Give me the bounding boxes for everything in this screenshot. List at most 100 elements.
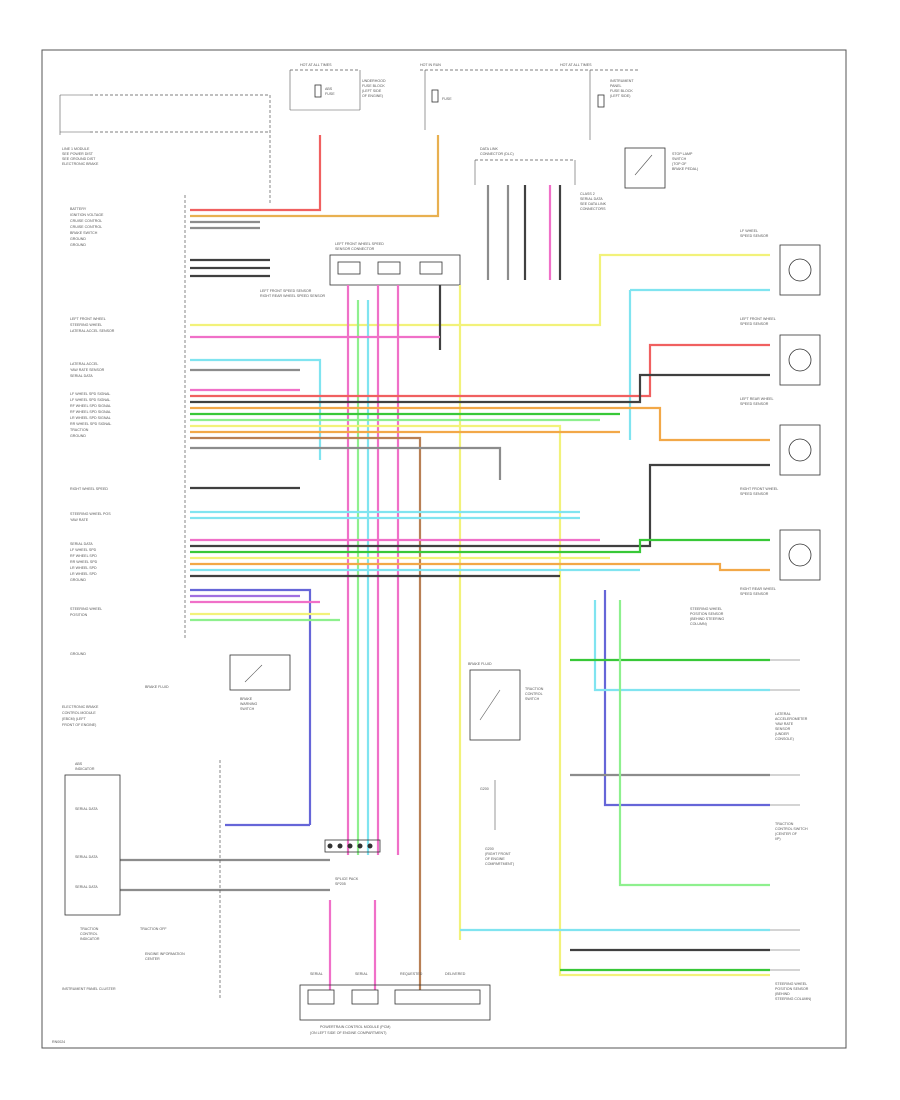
svg-text:SERIAL DATA: SERIAL DATA bbox=[70, 542, 93, 546]
steering-wheel-sensor-label: STEERING WHEEL POSITION SENSOR (BEHIND S… bbox=[690, 607, 724, 626]
svg-text:HOT AT ALL TIMES: HOT AT ALL TIMES bbox=[560, 63, 592, 67]
wheel-speed-sensor-rr: RIGHT FRONT WHEEL SPEED SENSOR RIGHT REA… bbox=[740, 487, 821, 596]
svg-text:LATERAL: LATERAL bbox=[775, 712, 791, 716]
svg-text:LEFT FRONT WHEEL SPEED: LEFT FRONT WHEEL SPEED bbox=[335, 242, 384, 246]
svg-text:ELECTRONIC BRAKE: ELECTRONIC BRAKE bbox=[62, 162, 99, 166]
svg-text:INSTRUMENT PANEL CLUSTER: INSTRUMENT PANEL CLUSTER bbox=[62, 987, 116, 991]
svg-text:GROUND: GROUND bbox=[70, 578, 86, 582]
svg-text:INDICATOR: INDICATOR bbox=[80, 937, 100, 941]
svg-text:BRAKE: BRAKE bbox=[240, 697, 253, 701]
traction-switch: TRACTION CONTROL SWITCH (CENTER OF I/P) bbox=[770, 774, 808, 841]
svg-text:HOT IN RUN: HOT IN RUN bbox=[420, 63, 441, 67]
svg-text:BRAKE PEDAL): BRAKE PEDAL) bbox=[672, 167, 698, 171]
svg-text:PANEL: PANEL bbox=[610, 84, 622, 88]
fuse-block-center: HOT IN RUN HOT AT ALL TIMES FUSE INSTRUM… bbox=[420, 63, 640, 140]
svg-text:G200: G200 bbox=[480, 787, 489, 791]
svg-text:GROUND: GROUND bbox=[70, 243, 86, 247]
svg-text:BRAKE FLUID: BRAKE FLUID bbox=[145, 685, 169, 689]
svg-text:LR WHEEL SPD: LR WHEEL SPD bbox=[70, 572, 97, 576]
svg-text:LF WHEEL: LF WHEEL bbox=[740, 229, 758, 233]
wires bbox=[120, 135, 770, 990]
svg-text:CONTROL SWITCH: CONTROL SWITCH bbox=[775, 827, 808, 831]
svg-text:INSTRUMENT: INSTRUMENT bbox=[610, 79, 634, 83]
svg-text:ENGINE INFORMATION: ENGINE INFORMATION bbox=[145, 952, 185, 956]
svg-text:(BEHIND STEERING: (BEHIND STEERING bbox=[690, 617, 724, 621]
svg-text:COLUMN): COLUMN) bbox=[690, 622, 707, 626]
wheel-speed-sensor-rf: LEFT FRONT WHEEL SPEED SENSOR bbox=[740, 317, 821, 386]
svg-text:FUSE: FUSE bbox=[442, 97, 452, 101]
svg-text:SERIAL DATA: SERIAL DATA bbox=[70, 374, 93, 378]
svg-text:(LEFT SIDE): (LEFT SIDE) bbox=[610, 94, 631, 98]
svg-text:SERIAL DATA: SERIAL DATA bbox=[75, 807, 98, 811]
svg-text:SPEED SENSOR: SPEED SENSOR bbox=[740, 492, 769, 496]
top-left-switch: LINE 1 MODULE SEE POWER DIST SEE GROUND … bbox=[59, 94, 271, 205]
svg-text:STEERING COLUMN): STEERING COLUMN) bbox=[775, 997, 811, 1001]
diagram-frame bbox=[41, 49, 847, 1049]
svg-text:TRACTION: TRACTION bbox=[775, 822, 794, 826]
svg-text:CONTROL: CONTROL bbox=[80, 932, 98, 936]
svg-text:GROUND: GROUND bbox=[70, 237, 86, 241]
svg-text:FUSE BLOCK: FUSE BLOCK bbox=[362, 84, 385, 88]
splice-pack: SPLICE PACK SP205 bbox=[324, 839, 381, 886]
svg-text:ELECTRONIC BRAKE: ELECTRONIC BRAKE bbox=[62, 705, 99, 709]
svg-text:TRACTION: TRACTION bbox=[70, 428, 89, 432]
svg-text:SERIAL DATA: SERIAL DATA bbox=[75, 855, 98, 859]
svg-text:LF WHEEL SPD SIGNAL: LF WHEEL SPD SIGNAL bbox=[70, 398, 110, 402]
svg-text:TRACTION: TRACTION bbox=[525, 687, 544, 691]
svg-text:STEERING WHEEL: STEERING WHEEL bbox=[70, 323, 102, 327]
svg-text:UNDERHOOD: UNDERHOOD bbox=[362, 79, 386, 83]
svg-text:LEFT REAR WHEEL: LEFT REAR WHEEL bbox=[740, 397, 773, 401]
svg-text:FRONT OF ENGINE): FRONT OF ENGINE) bbox=[62, 723, 96, 727]
svg-text:LEFT FRONT WHEEL: LEFT FRONT WHEEL bbox=[70, 317, 106, 321]
svg-text:POWERTRAIN CONTROL MODULE (PCM: POWERTRAIN CONTROL MODULE (PCM) bbox=[320, 1025, 390, 1029]
svg-text:RF WHEEL SPD SIGNAL: RF WHEEL SPD SIGNAL bbox=[70, 404, 111, 408]
svg-text:CONTROL: CONTROL bbox=[525, 692, 543, 696]
svg-text:(BEHIND: (BEHIND bbox=[775, 992, 790, 996]
svg-text:CLASS 2: CLASS 2 bbox=[580, 192, 595, 196]
svg-text:RIGHT REAR WHEEL: RIGHT REAR WHEEL bbox=[740, 587, 776, 591]
svg-text:SENSOR CONNECTOR: SENSOR CONNECTOR bbox=[335, 247, 375, 251]
svg-text:SP205: SP205 bbox=[335, 882, 346, 886]
svg-text:(RIGHT FRONT: (RIGHT FRONT bbox=[485, 852, 511, 856]
powertrain-control-module: POWERTRAIN CONTROL MODULE (PCM) (ON LEFT… bbox=[299, 972, 491, 1035]
svg-text:WARNING: WARNING bbox=[240, 702, 257, 706]
svg-text:ABS: ABS bbox=[325, 87, 333, 91]
svg-text:LR WHEEL SPD SIGNAL: LR WHEEL SPD SIGNAL bbox=[70, 416, 111, 420]
page-code: RN0024 bbox=[52, 1040, 65, 1044]
svg-text:DATA LINK: DATA LINK bbox=[480, 147, 498, 151]
svg-text:SERIAL DATA: SERIAL DATA bbox=[580, 197, 603, 201]
svg-text:POSITION SENSOR: POSITION SENSOR bbox=[775, 987, 809, 991]
svg-text:OF ENGINE: OF ENGINE bbox=[485, 857, 505, 861]
svg-text:LF WHEEL SPD: LF WHEEL SPD bbox=[70, 548, 97, 552]
svg-text:RIGHT WHEEL SPEED: RIGHT WHEEL SPEED bbox=[70, 487, 108, 491]
svg-text:SEE DATA LINK: SEE DATA LINK bbox=[580, 202, 607, 206]
brake-warning-switch: BRAKE FLUID BRAKE WARNING SWITCH bbox=[145, 654, 291, 711]
svg-text:POSITION SENSOR: POSITION SENSOR bbox=[690, 612, 724, 616]
fuse-block-left: HOT AT ALL TIMES ABS FUSE UNDERHOOD FUSE… bbox=[289, 63, 386, 111]
svg-text:LEFT FRONT SPEED SENSOR: LEFT FRONT SPEED SENSOR bbox=[260, 289, 312, 293]
svg-text:CONNECTOR (DLC): CONNECTOR (DLC) bbox=[480, 152, 514, 156]
svg-text:RIGHT REAR WHEEL SPEED SENSOR: RIGHT REAR WHEEL SPEED SENSOR bbox=[260, 294, 326, 298]
svg-text:CONTROL MODULE: CONTROL MODULE bbox=[62, 711, 96, 715]
svg-text:BATTERY: BATTERY bbox=[70, 207, 87, 211]
steering-sensor: STEERING WHEEL POSITION SENSOR (BEHIND S… bbox=[770, 929, 811, 1001]
svg-text:LR WHEEL SPD: LR WHEEL SPD bbox=[70, 566, 97, 570]
svg-text:GROUND: GROUND bbox=[70, 434, 86, 438]
svg-text:SPEED SENSOR: SPEED SENSOR bbox=[740, 234, 769, 238]
ground-point: G200 G200 (RIGHT FRONT OF ENGINE COMPART… bbox=[480, 780, 514, 866]
svg-text:(CENTER OF: (CENTER OF bbox=[775, 832, 798, 836]
svg-text:CONSOLE): CONSOLE) bbox=[775, 737, 794, 741]
svg-text:LINE 1 MODULE: LINE 1 MODULE bbox=[62, 147, 90, 151]
svg-text:RR WHEEL SPD SIGNAL: RR WHEEL SPD SIGNAL bbox=[70, 422, 111, 426]
svg-text:LEFT FRONT WHEEL: LEFT FRONT WHEEL bbox=[740, 317, 776, 321]
svg-text:SERIAL DATA: SERIAL DATA bbox=[75, 885, 98, 889]
svg-text:STEERING WHEEL: STEERING WHEEL bbox=[775, 982, 807, 986]
svg-text:HOT AT ALL TIMES: HOT AT ALL TIMES bbox=[300, 63, 332, 67]
svg-text:REQUESTED: REQUESTED bbox=[400, 972, 423, 976]
svg-text:SPEED SENSOR: SPEED SENSOR bbox=[740, 592, 769, 596]
svg-text:SERIAL: SERIAL bbox=[310, 972, 323, 976]
svg-text:SWITCH: SWITCH bbox=[525, 697, 540, 701]
svg-text:DELIVERED: DELIVERED bbox=[445, 972, 466, 976]
svg-text:BRAKE SWITCH: BRAKE SWITCH bbox=[70, 231, 98, 235]
svg-text:STEERING WHEEL POS: STEERING WHEEL POS bbox=[70, 512, 111, 516]
